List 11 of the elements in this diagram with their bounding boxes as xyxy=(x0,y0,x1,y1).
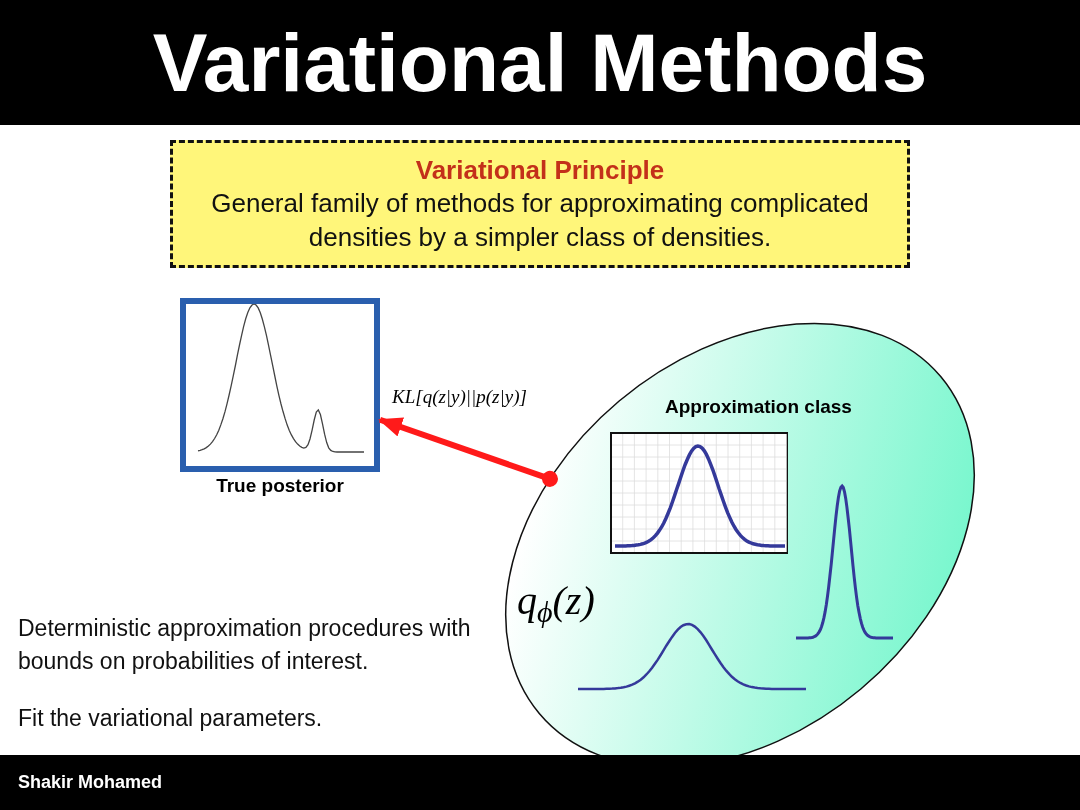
ellipse-heading: Approximation class xyxy=(665,395,852,419)
plot-caption: True posterior xyxy=(216,474,344,498)
distribution-formula: q$_{ϕ}$(z) xyxy=(517,577,595,630)
author-name: Shakir Mohamed xyxy=(18,771,163,794)
arrow xyxy=(378,416,558,487)
principle-box xyxy=(170,140,910,268)
note-text: Fit the variational parameters. xyxy=(18,704,323,733)
box-description: General family of methods for approximating complicated densities by a simpler class of densities. xyxy=(210,187,870,255)
note-text: Deterministic approximation procedures with bounds on probabilities of interest. xyxy=(18,614,472,676)
title: Variational Methods xyxy=(152,21,928,104)
box-heading: Variational Principle xyxy=(415,153,665,187)
